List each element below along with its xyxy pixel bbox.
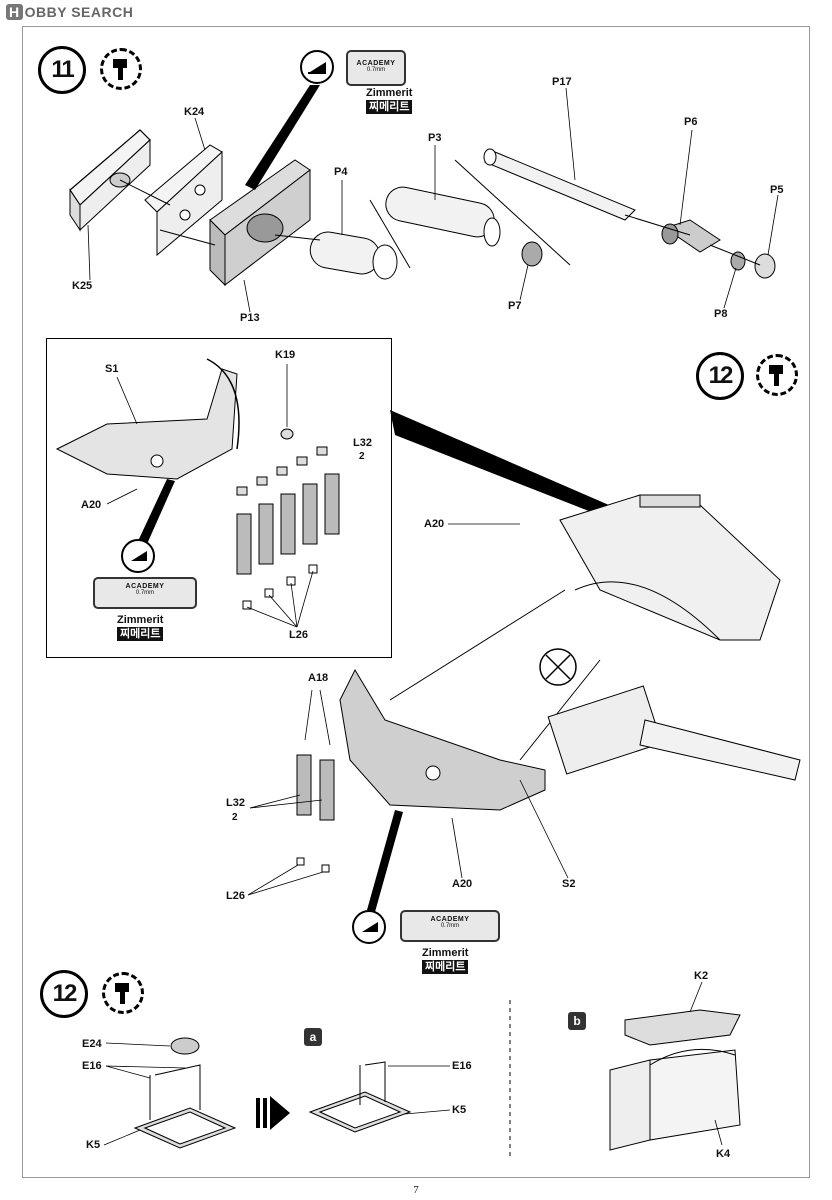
- label-p4: P4: [334, 166, 348, 178]
- label-a20: A20: [81, 499, 102, 511]
- label-p3: P3: [428, 132, 442, 144]
- zimmerit-tool-tag-inset: ACADEMY 0.7mm: [93, 577, 197, 609]
- zimmerit-label-step11: Zimmerit 찌메리트: [366, 86, 413, 114]
- label-k2: K2: [694, 970, 709, 982]
- zimmerit-tool-icon-inset: [121, 539, 155, 573]
- zimmerit-tag-size: 0.7mm: [440, 923, 460, 929]
- label-e24: E24: [82, 1038, 102, 1050]
- page-frame: [22, 26, 810, 1178]
- label-l26: L26: [289, 629, 308, 641]
- zimmerit-tag-size: 0.7mm: [135, 590, 155, 596]
- zimmerit-label-en: Zimmerit: [422, 947, 469, 959]
- zimmerit-label-inset: Zimmerit 찌메리트: [117, 613, 164, 641]
- label-l32-step12: L32: [226, 797, 245, 809]
- hammer-icon: [115, 983, 129, 1004]
- l32-quantity-badge-step12: 2: [232, 812, 238, 823]
- label-l32: L32: [353, 437, 372, 449]
- zimmerit-label-ko: 찌메리트: [366, 100, 413, 114]
- step-11-number: 11: [38, 46, 86, 94]
- glue-tool-icon-12b: [102, 972, 144, 1014]
- zimmerit-tag-brand: ACADEMY: [356, 60, 396, 67]
- label-e16-left: E16: [82, 1060, 102, 1072]
- page-number: 7: [413, 1184, 419, 1196]
- label-a20-bottom: A20: [452, 878, 473, 890]
- label-p17: P17: [552, 76, 572, 88]
- zimmerit-tag-brand: ACADEMY: [430, 916, 470, 923]
- label-e16-right: E16: [452, 1060, 472, 1072]
- label-p13: P13: [240, 312, 260, 324]
- label-l26-step12: L26: [226, 890, 245, 902]
- zimmerit-label-ko: 찌메리트: [117, 627, 164, 641]
- detail-inset: S1 K19 L32 2 A20 L26 ACADEMY 0.7mm Zimme…: [46, 338, 392, 658]
- label-k5-left: K5: [86, 1139, 101, 1151]
- inset-diagram: [55, 358, 340, 628]
- label-k5-right: K5: [452, 1104, 467, 1116]
- zimmerit-label-en: Zimmerit: [366, 87, 413, 99]
- zimmerit-tool-tag: ACADEMY 0.7mm: [346, 50, 406, 86]
- label-k4: K4: [716, 1148, 731, 1160]
- label-s2: S2: [562, 878, 576, 890]
- sub-step-b-badge: b: [568, 1012, 586, 1030]
- zimmerit-label-ko: 찌메리트: [422, 960, 469, 974]
- label-k25: K25: [72, 280, 93, 292]
- label-p5: P5: [770, 184, 784, 196]
- label-k19: K19: [275, 349, 296, 361]
- label-p8: P8: [714, 308, 728, 320]
- watermark-text: OBBY SEARCH: [24, 4, 134, 20]
- watermark-badge: H: [6, 4, 23, 20]
- zimmerit-tool-tag-12: ACADEMY 0.7mm: [400, 910, 500, 942]
- zimmerit-tool-icon: [300, 50, 334, 84]
- label-a20-top: A20: [424, 518, 445, 530]
- zimmerit-tool-icon-12: [352, 910, 386, 944]
- zimmerit-label-step12: Zimmerit 찌메리트: [422, 946, 469, 974]
- step-11-diagram: [69, 85, 779, 313]
- zimmerit-label-en: Zimmerit: [117, 614, 164, 626]
- sub-step-a-badge: a: [304, 1028, 322, 1046]
- hammer-icon: [113, 59, 127, 80]
- step-12-number: 12: [696, 352, 744, 400]
- label-a18: A18: [308, 672, 329, 684]
- glue-tool-icon: [100, 48, 142, 90]
- zimmerit-tag-brand: ACADEMY: [125, 583, 165, 590]
- step-12b-number: 12: [40, 970, 88, 1018]
- hammer-icon: [769, 365, 783, 386]
- label-s1: S1: [105, 363, 119, 375]
- label-p6: P6: [684, 116, 698, 128]
- glue-tool-icon-12: [756, 354, 798, 396]
- label-p7: P7: [508, 300, 522, 312]
- zimmerit-tag-size: 0.7mm: [366, 67, 386, 73]
- label-k24: K24: [184, 106, 205, 118]
- l32-quantity-badge: 2: [359, 451, 365, 462]
